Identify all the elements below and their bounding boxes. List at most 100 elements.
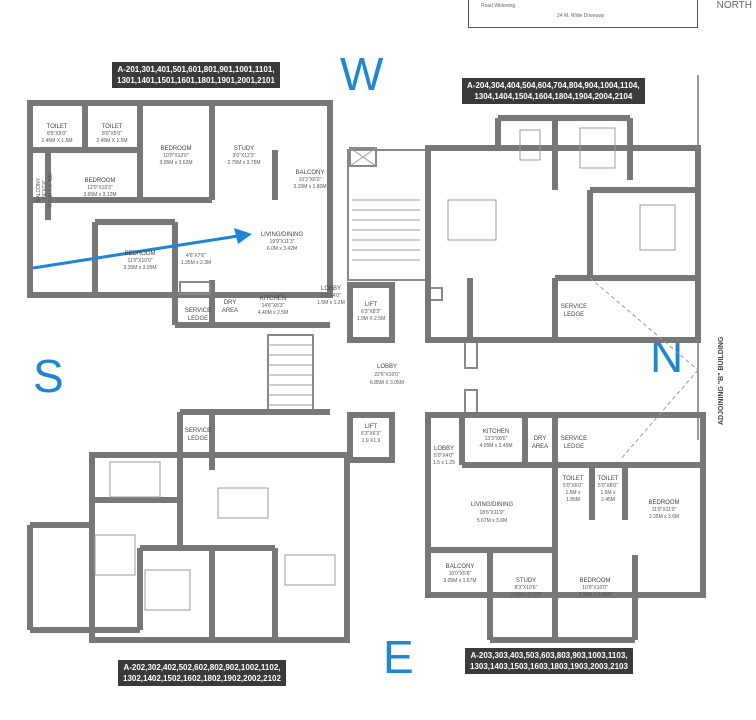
room-study-nw-name: STUDY	[234, 146, 254, 152]
room-living-nw-name: LIVING/DINING	[261, 232, 304, 238]
svg-text:AREA: AREA	[222, 308, 238, 314]
svg-text:2.75M x 3.75M: 2.75M x 3.75M	[227, 160, 260, 166]
room-bedroom-sw-name: BEDROOM	[124, 251, 155, 257]
unit-sw-walls	[27, 409, 350, 643]
unit-nw-walls	[27, 100, 333, 328]
svg-text:6.0M x 3.42M: 6.0M x 3.42M	[267, 246, 297, 252]
svg-text:4.40M x 2.5M: 4.40M x 2.5M	[258, 310, 288, 316]
north-corner-label: NORTH	[716, 0, 752, 11]
road-widening-note: Road Widening	[481, 3, 516, 9]
svg-text:1.9M X 2.5M: 1.9M X 2.5M	[357, 316, 385, 322]
room-kitchen-se-name: KITCHEN	[483, 429, 509, 435]
svg-text:2.5M x 3.17M: 2.5M x 3.17M	[511, 592, 541, 598]
room-toilet-c-name: TOILET	[563, 476, 584, 482]
unit-ne-walls	[425, 115, 701, 343]
svg-text:6'3"X8'3": 6'3"X8'3"	[361, 309, 381, 315]
room-bedroom-w-name: BEDROOM	[84, 178, 115, 184]
room-study-se-name: STUDY	[516, 578, 536, 584]
svg-text:5'0"X4'0": 5'0"X4'0"	[321, 293, 341, 299]
svg-text:8'5"X5'0": 8'5"X5'0"	[47, 131, 67, 137]
svg-text:3.35M x 3.6M: 3.35M x 3.6M	[649, 514, 679, 520]
svg-text:10'0"X12'0": 10'0"X12'0"	[163, 153, 189, 159]
svg-text:19'9"X11'3": 19'9"X11'3"	[269, 239, 294, 245]
room-bedroom-se2-name: BEDROOM	[579, 578, 610, 584]
room-service-ledge-se: SERVICE	[561, 436, 587, 442]
svg-text:6'3"X6'3": 6'3"X6'3"	[361, 431, 381, 437]
unit-label-bottom-left: A-202,302,402,502,602,802,902,1002,1102,…	[118, 660, 286, 686]
svg-text:8'0"X5'0": 8'0"X5'0"	[102, 131, 122, 137]
svg-text:AREA: AREA	[532, 444, 548, 450]
adjoining-building-label: ADJOINING "B" BUILDING	[718, 336, 725, 425]
room-toilet-a-name: TOILET	[47, 124, 68, 130]
room-service-ledge-ne: SERVICE	[561, 304, 587, 310]
driveway-label: 24 M. Wide Driveway	[557, 13, 605, 19]
room-lift-s-name: LIFT	[365, 424, 378, 430]
room-bedroom-se-name: BEDROOM	[648, 500, 679, 506]
adjoining-building-lines	[589, 75, 699, 461]
room-service-ledge-nw: SERVICE	[185, 308, 211, 314]
room-balcony-se-name: BALCONY	[446, 564, 475, 570]
svg-text:2.45M X 1.5M: 2.45M X 1.5M	[41, 138, 72, 144]
room-toilet-b-name: TOILET	[102, 124, 123, 130]
room-dry-area-nw: DRY	[224, 300, 237, 306]
compass-east: E	[383, 631, 414, 683]
room-dry-area-se: DRY	[534, 436, 547, 442]
svg-text:10'3"X6'0": 10'3"X6'0"	[299, 177, 322, 183]
svg-text:1.85M: 1.85M	[566, 497, 580, 503]
svg-text:1.5M x 1.2M: 1.5M x 1.2M	[317, 300, 345, 306]
svg-text:3.05M x 3.62M: 3.05M x 3.62M	[159, 160, 192, 166]
svg-text:1.9 X1.9: 1.9 X1.9	[362, 438, 381, 444]
room-lobby-n-name: LOBBY	[321, 286, 341, 292]
svg-text:3.30M x 3.05M: 3.30M x 3.05M	[578, 592, 611, 598]
room-lobby-se-name: LOBBY	[434, 446, 454, 452]
svg-text:10'0"X5'6": 10'0"X5'6"	[449, 571, 472, 577]
svg-text:1.5M x: 1.5M x	[600, 490, 616, 496]
svg-text:LEDGE: LEDGE	[564, 312, 584, 318]
room-service-ledge-sw: SERVICE	[185, 428, 211, 434]
svg-text:9'0"X12'3": 9'0"X12'3"	[233, 153, 256, 159]
room-living-se-name: LIVING/DINING	[471, 502, 514, 508]
svg-text:11'0"X11'9": 11'0"X11'9"	[652, 507, 677, 513]
svg-text:1.5 x 1.25: 1.5 x 1.25	[433, 460, 455, 466]
svg-text:22'6"X10'0": 22'6"X10'0"	[374, 372, 400, 378]
svg-text:5.67M x 3.6M: 5.67M x 3.6M	[477, 518, 507, 524]
unit-label-top-right: A-204,304,404,504,604,704,804,904,1004,1…	[462, 78, 645, 104]
room-wc-nw-dim: 4'6"X7'6"	[186, 253, 206, 259]
annotation-arrow	[32, 228, 252, 270]
svg-text:4.05M x 2.45M: 4.05M x 2.45M	[479, 443, 512, 449]
svg-text:1.5M x: 1.5M x	[565, 490, 581, 496]
svg-text:18'6"X11'9": 18'6"X11'9"	[479, 510, 504, 516]
svg-text:6.85M X 3.05M: 6.85M X 3.05M	[370, 380, 404, 386]
svg-text:3.35M x 3.05M: 3.35M x 3.05M	[123, 265, 156, 271]
svg-text:10'9"X10'0": 10'9"X10'0"	[582, 585, 608, 591]
svg-text:12'0"X10'3": 12'0"X10'3"	[87, 185, 113, 191]
unit-label-top-left: A-201,301,401,501,601,801,901,1001,1101,…	[112, 62, 280, 88]
room-balcony-side-name: BALCONY	[36, 177, 42, 202]
svg-text:13'3"X8'0": 13'3"X8'0"	[485, 436, 508, 442]
svg-text:11'0"X10'0": 11'0"X10'0"	[127, 258, 152, 264]
room-kitchen-nw-name: KITCHEN	[260, 296, 286, 302]
svg-text:3.05M x 1.67M: 3.05M x 1.67M	[443, 578, 476, 584]
svg-text:2.45M: 2.45M	[601, 497, 615, 503]
svg-text:1.35M x 2.3M: 1.35M x 2.3M	[181, 260, 211, 266]
room-lift-n-name: LIFT	[365, 302, 378, 308]
svg-text:14'6"X8'3": 14'6"X8'3"	[262, 303, 285, 309]
room-toilet-d-name: TOILET	[598, 476, 619, 482]
svg-text:0.69M X 2.45M: 0.69M X 2.45M	[48, 173, 54, 207]
svg-text:8'3"X10'6": 8'3"X10'6"	[515, 585, 538, 591]
unit-se-walls	[425, 412, 706, 643]
svg-text:5'0"X8'0": 5'0"X8'0"	[598, 483, 618, 489]
svg-text:5'0"X4'0": 5'0"X4'0"	[434, 453, 454, 459]
unit-label-bottom-right: A-203,303,403,503,603,803,903,1003,1103,…	[465, 648, 633, 674]
compass-south: S	[33, 350, 64, 402]
room-bedroom-nw-name: BEDROOM	[160, 146, 191, 152]
room-lobby-main-name: LOBBY	[377, 364, 397, 370]
svg-text:3.65M x 3.12M: 3.65M x 3.12M	[83, 192, 116, 198]
compass-west: W	[340, 48, 384, 100]
svg-text:2'4"X7'4": 2'4"X7'4"	[42, 180, 48, 200]
svg-text:LEDGE: LEDGE	[188, 316, 208, 322]
svg-text:5'0"X6'0": 5'0"X6'0"	[563, 483, 583, 489]
svg-text:2.45M X 1.5M: 2.45M X 1.5M	[96, 138, 127, 144]
room-labels: TOILET 8'5"X5'0" 2.45M X 1.5M TOILET 8'0…	[36, 124, 680, 598]
